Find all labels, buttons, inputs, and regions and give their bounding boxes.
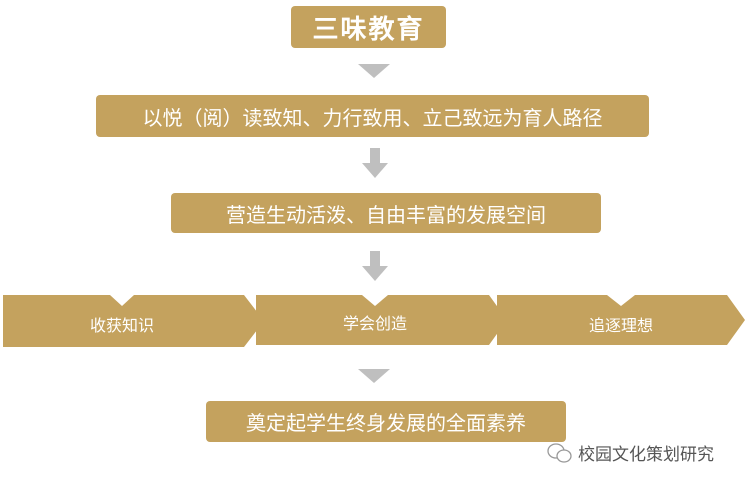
path-box: 以悦（阅）读致知、力行致用、立己致远为育人路径	[96, 95, 649, 137]
arrow-down-icon	[362, 251, 388, 281]
stage-label: 收获知识	[89, 316, 155, 335]
stage-chevron-1	[3, 295, 264, 347]
arrow-down-icon	[358, 369, 390, 383]
title-box: 三味教育	[291, 6, 446, 48]
stage-chevron-3	[497, 295, 745, 345]
arrow-down-icon	[358, 64, 390, 78]
stage-label: 学会创造	[342, 314, 408, 333]
outcome-box: 奠定起学生终身发展的全面素养	[206, 401, 566, 442]
stage-chevrons	[3, 295, 745, 347]
wechat-icon	[547, 442, 572, 463]
watermark: 校园文化策划研究	[546, 440, 714, 465]
stage-label: 追逐理想	[588, 316, 654, 335]
stage-chevron-2	[256, 295, 507, 345]
space-box: 营造生动活泼、自由丰富的发展空间	[171, 193, 601, 233]
watermark-text: 校园文化策划研究	[578, 445, 714, 465]
arrow-down-icon	[362, 148, 388, 178]
